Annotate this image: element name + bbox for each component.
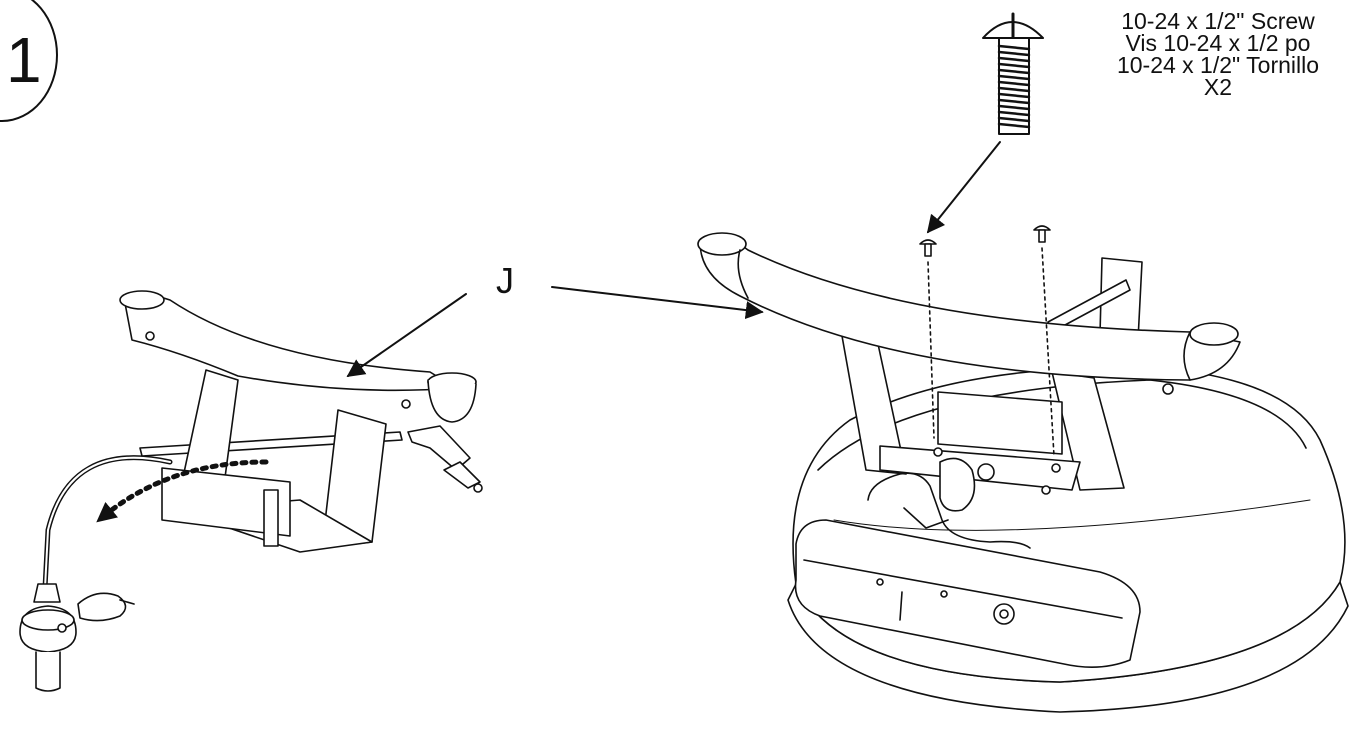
sensor-knob-assembly [19,583,135,692]
step-number: 1 [6,24,42,96]
hardware-label-spanish: 10-24 x 1/2" Tornillo [1116,52,1320,78]
dotted-curved-arrow-icon [96,459,269,523]
handlebar-part-j-right [697,232,1241,381]
hardware-label: 10-24 x 1/2" Screw Vis 10-24 x 1/2 po 10… [1068,8,1356,100]
hardware-quantity: X2 [1203,74,1233,100]
screw-leader-arrow [926,141,1001,234]
front-foot-pad [794,457,1141,668]
install-screws [919,225,1055,457]
part-j-leader-left [346,293,467,378]
part-j-leader-right [551,286,764,320]
pan-head-screw-icon [982,12,1044,135]
part-callout-letter: J [496,260,514,301]
hardware-label-french: Vis 10-24 x 1/2 po [1125,30,1311,56]
hardware-label-english: 10-24 x 1/2" Screw [1121,8,1315,34]
handlebar-assembly-left [42,290,483,591]
